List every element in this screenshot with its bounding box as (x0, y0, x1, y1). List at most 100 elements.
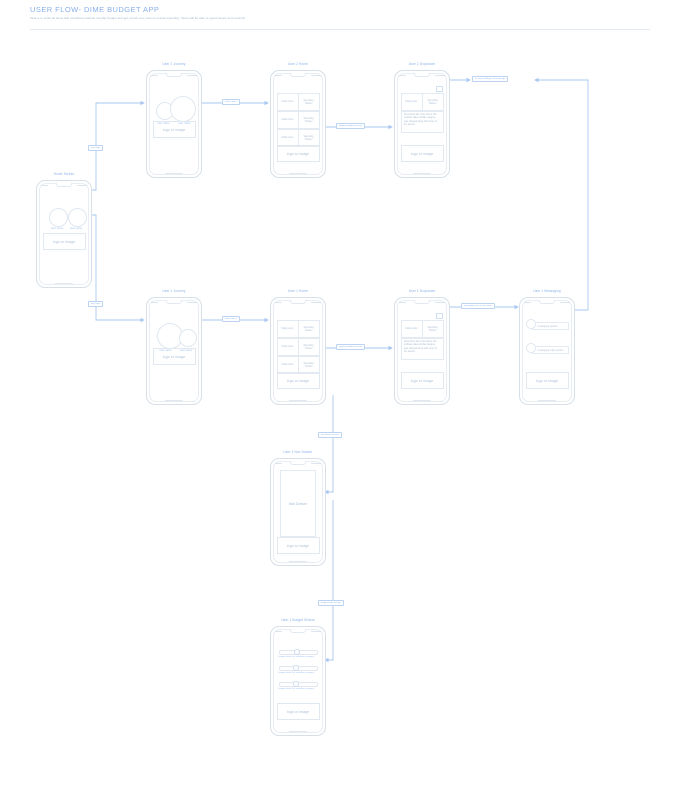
home-indicator (164, 172, 184, 174)
phone-notch (413, 300, 431, 305)
nav-drawer-panel[interactable]: Nav Drawer (279, 470, 317, 537)
screen-viewport: budget slider for individual category bu… (276, 636, 320, 726)
status-bar (399, 74, 445, 77)
logo-placeholder: logo or image (276, 703, 320, 720)
status-bar (275, 462, 321, 465)
screen-user1-journey[interactable]: User 1 Journey user name user name logo … (146, 289, 202, 405)
phone-notch (289, 461, 307, 466)
screen-user1-nav-drawer[interactable]: User 1 Nav Drawer Nav Drawer logo or ima… (270, 450, 326, 566)
screen-viewport: user name user name logo or image (152, 80, 196, 168)
table-row[interactable]: Daily items Spending Tracker (400, 320, 444, 338)
table-row[interactable]: Daily items Spending Tracker (400, 93, 444, 111)
logo-placeholder: logo or image (42, 233, 86, 250)
phone-frame: Daily items Spending Tracker Daily items… (270, 70, 326, 178)
message-bubble: messaging section (531, 322, 569, 330)
screen-viewport: messaging section messaging reply sectio… (525, 307, 569, 395)
screen-viewport: Daily items Spending Tracker Daily items… (276, 307, 320, 395)
page-title: USER FLOW- DIME BUDGET APP (30, 5, 160, 14)
screen-viewport: Daily items Spending Tracker Drop down t… (400, 80, 444, 168)
message-row[interactable]: messaging section (525, 319, 569, 333)
phone-notch (538, 300, 556, 305)
phone-notch (289, 73, 307, 78)
budget-slider-3[interactable]: budget slider for individual category (278, 681, 318, 691)
cell-spending-tracker: Spending Tracker (297, 321, 319, 337)
slider-knob[interactable] (292, 681, 299, 688)
user-avatar-right[interactable] (169, 96, 196, 122)
screen-home-screen[interactable]: Home Screen user name user name logo or … (36, 172, 92, 288)
messaging-icon[interactable] (435, 86, 443, 92)
logo-placeholder: logo or image (400, 372, 444, 389)
user-avatar-left[interactable] (155, 102, 174, 120)
slider-label: budget slider for individual category (278, 688, 315, 691)
budget-slider-1[interactable]: budget slider for individual category (278, 649, 318, 659)
slider-knob[interactable] (294, 649, 301, 656)
user-avatar-right[interactable] (67, 208, 87, 227)
screen-user2-home[interactable]: User 2 Home Daily items Spending Tracker… (270, 62, 326, 178)
cell-spending-tracker: Spending Tracker (297, 112, 319, 128)
table-row[interactable]: Daily items Spending Tracker (276, 356, 320, 374)
screen-user1-dropdown[interactable]: User 1 Dropdown Daily items Spending Tra… (394, 289, 450, 405)
header-divider (30, 29, 650, 30)
slider-label: budget slider for individual category (278, 672, 315, 675)
cell-spending-tracker: Spending Tracker (297, 339, 319, 355)
phone-notch (289, 300, 307, 305)
user-avatar-left[interactable] (48, 208, 68, 227)
screen-user2-dropdown[interactable]: User 2 Dropdown Daily items Spending Tra… (394, 62, 450, 178)
connector-label-user2-login: user login (88, 145, 104, 152)
dropdown-detail-panel: Drop down tab of the above info includes… (400, 338, 444, 360)
slider-track[interactable] (278, 681, 318, 688)
home-indicator (54, 282, 74, 284)
slider-knob[interactable] (292, 665, 299, 672)
table-row[interactable]: Daily items Spending Tracker (276, 338, 320, 356)
budget-slider-2[interactable]: budget slider for individual category (278, 665, 318, 675)
user-name-left: user name (159, 349, 172, 352)
logo-placeholder: logo or image (276, 537, 320, 554)
connector-label-user1-tap: tapping dropdown arrow (336, 344, 365, 351)
screen-viewport: Nav Drawer logo or image (276, 468, 320, 556)
cell-spending-tracker: Spending Tracker (421, 94, 443, 110)
screen-user1-messaging[interactable]: User 1 Messaging messaging section messa… (519, 289, 575, 405)
cell-daily-items: Daily items (281, 363, 294, 367)
slider-label: budget slider for individual category (278, 656, 315, 659)
phone-notch (165, 73, 183, 78)
screen-user1-home[interactable]: User 1 Home Daily items Spending Tracker… (270, 289, 326, 405)
user-avatar-left[interactable] (156, 323, 183, 349)
cell-spending-tracker: Spending Tracker (297, 357, 319, 373)
user-name-right: user name (69, 227, 83, 230)
screen-user1-budget-sliders[interactable]: User 1 Budget Sliders budget slider for … (270, 618, 326, 736)
screen-caption: User 1 Home (287, 289, 309, 293)
cell-daily-items: Daily items (281, 100, 294, 104)
avatar (525, 319, 536, 329)
cell-daily-items: Daily items (281, 345, 294, 349)
logo-placeholder: logo or image (400, 145, 444, 162)
status-bar (151, 74, 197, 77)
connector-label-user1-select: select user 1 (222, 316, 241, 323)
avatar (525, 343, 536, 353)
screen-user2-journey[interactable]: User 2 Journey user name user name logo … (146, 62, 202, 178)
messaging-icon[interactable] (435, 313, 443, 319)
home-indicator (164, 399, 184, 401)
table-row[interactable]: Daily items Spending Tracker (276, 93, 320, 111)
page-header: USER FLOW- DIME BUDGET APP Task is to en… (30, 5, 650, 30)
screen-caption: User 1 Budget Sliders (281, 618, 315, 622)
message-row[interactable]: messaging reply section (525, 343, 569, 357)
logo-placeholder: logo or image (276, 372, 320, 389)
table-row[interactable]: Daily items Spending Tracker (276, 320, 320, 338)
table-row[interactable]: Daily items Spending Tracker (276, 129, 320, 147)
user-avatar-right[interactable] (178, 329, 197, 347)
status-bar (275, 630, 321, 633)
connector-label-user2-close: on close tab/log in to homepage (472, 76, 509, 83)
home-indicator (288, 172, 308, 174)
phone-notch (413, 73, 431, 78)
connector-label-user1-msg: messaging icon on top status (461, 303, 495, 310)
table-row[interactable]: Daily items Spending Tracker (276, 111, 320, 129)
screen-viewport: user name user name logo or image (152, 307, 197, 395)
connector-label-user2-select: select user 2 (222, 99, 241, 106)
screen-viewport: user name user name logo or image (42, 190, 87, 278)
home-indicator (537, 399, 557, 401)
slider-track[interactable] (278, 665, 318, 672)
slider-track[interactable] (278, 649, 318, 656)
user-name-left: user name (157, 122, 170, 125)
user-name-right: user name (178, 122, 191, 125)
